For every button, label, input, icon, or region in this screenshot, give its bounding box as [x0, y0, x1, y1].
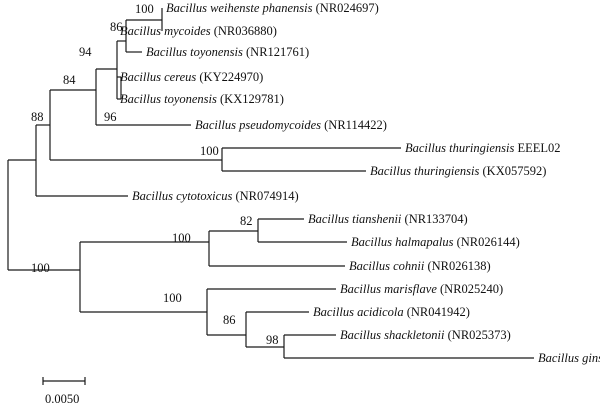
bootstrap-value: 100 — [163, 291, 182, 305]
leaf-label: Bacillus cereus (KY224970) — [120, 70, 263, 84]
scale-bar: 0.0050 — [42, 377, 86, 406]
leaf-label: Bacillus toyonensis (KX129781) — [120, 92, 284, 106]
leaf-label: Bacillus thuringiensis (KX057592) — [370, 164, 546, 178]
leaf-accession: (NR025240) — [437, 282, 503, 296]
bootstrap-value: 98 — [266, 333, 279, 347]
leaf-accession: EEEL02 — [514, 141, 560, 155]
leaf-label: Bacillus pseudomycoides (NR114422) — [195, 118, 387, 132]
leaf-species-name: Bacillus cytotoxicus — [132, 189, 232, 203]
leaf-species-name: Bacillus acidicola — [313, 305, 404, 319]
bootstrap-value: 94 — [79, 45, 92, 59]
leaf-accession: (KX057592) — [479, 164, 546, 178]
leaf-label: Bacillus mycoides (NR036880) — [120, 24, 277, 38]
leaf-accession: (NR133704) — [401, 212, 467, 226]
bootstrap-value: 86 — [110, 20, 123, 34]
leaf-species-name: Bacillus thuringiensis — [370, 164, 480, 178]
bootstrap-value: 100 — [200, 144, 219, 158]
leaf-species-name: Bacillus ginsengihumi — [538, 351, 600, 365]
leaf-species-name: Bacillus weihenste phanensis — [166, 1, 313, 15]
leaf-label: Bacillus toyonensis (NR121761) — [146, 45, 309, 59]
leaf-species-name: Bacillus tianshenii — [308, 212, 402, 226]
leaf-species-name: Bacillus halmapalus — [351, 235, 454, 249]
leaf-species-name: Bacillus cohnii — [349, 259, 425, 273]
leaf-label: Bacillus marisflave (NR025240) — [340, 282, 503, 296]
leaf-species-name: Bacillus marisflave — [340, 282, 437, 296]
leaf-accession: (NR121761) — [243, 45, 309, 59]
leaf-accession: (NR025373) — [445, 328, 511, 342]
leaf-species-name: Bacillus mycoides — [120, 24, 211, 38]
leaf-accession: (KY224970) — [196, 70, 263, 84]
leaf-species-name: Bacillus thuringiensis — [405, 141, 515, 155]
leaf-species-name: Bacillus toyonensis — [120, 92, 217, 106]
scale-bar-label: 0.0050 — [45, 392, 79, 406]
leaf-label: Bacillus halmapalus (NR026144) — [351, 235, 520, 249]
tree-branches — [7, 8, 534, 359]
bootstrap-value: 86 — [223, 313, 236, 327]
leaf-species-name: Bacillus toyonensis — [146, 45, 243, 59]
leaf-label: Bacillus ginsengihumi (NR041378) — [538, 351, 600, 365]
leaf-label: Bacillus tianshenii (NR133704) — [308, 212, 468, 226]
leaf-label: Bacillus acidicola (NR041942) — [313, 305, 470, 319]
leaf-accession: (NR041942) — [404, 305, 470, 319]
bootstrap-value: 82 — [240, 214, 253, 228]
leaf-accession: (KX129781) — [217, 92, 284, 106]
leaf-species-name: Bacillus cereus — [120, 70, 196, 84]
leaf-accession: (NR074914) — [232, 189, 298, 203]
leaf-species-name: Bacillus pseudomycoides — [195, 118, 321, 132]
bootstrap-value: 100 — [31, 261, 50, 275]
leaf-label: Bacillus cytotoxicus (NR074914) — [132, 189, 299, 203]
leaf-accession: (NR024697) — [313, 1, 379, 15]
leaf-label: Bacillus thuringiensis EEEL02 — [405, 141, 561, 155]
tree-leaf-labels: Bacillus weihenste phanensis (NR024697)B… — [120, 1, 600, 365]
leaf-label: Bacillus cohnii (NR026138) — [349, 259, 491, 273]
bootstrap-value: 84 — [63, 73, 76, 87]
leaf-accession: (NR026144) — [453, 235, 519, 249]
leaf-accession: (NR114422) — [321, 118, 387, 132]
leaf-label: Bacillus weihenste phanensis (NR024697) — [166, 1, 379, 15]
bootstrap-value: 100 — [135, 2, 154, 16]
leaf-label: Bacillus shackletonii (NR025373) — [340, 328, 511, 342]
bootstrap-value: 96 — [104, 110, 117, 124]
leaf-accession: (NR036880) — [211, 24, 277, 38]
leaf-accession: (NR026138) — [424, 259, 490, 273]
leaf-species-name: Bacillus shackletonii — [340, 328, 445, 342]
bootstrap-value: 88 — [31, 110, 44, 124]
bootstrap-value: 100 — [172, 231, 191, 245]
